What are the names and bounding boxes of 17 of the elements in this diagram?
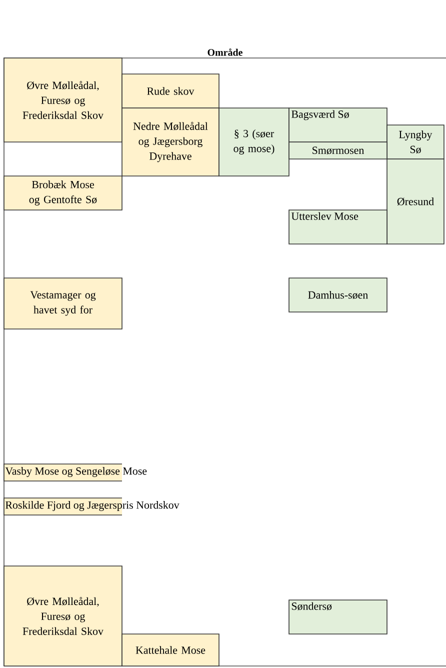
area-box: Lyngby Sø xyxy=(386,124,444,160)
area-box: Kattehale Mose xyxy=(122,634,220,666)
area-box: § 3 (søer og mose) xyxy=(218,108,290,176)
area-box: Søndersø xyxy=(288,600,388,634)
area-box: Øvre Mølleådal, Furesø og Frederiksdal Skov xyxy=(4,566,122,666)
area-box: Brobæk Mose og Gentofte Sø xyxy=(4,176,122,210)
area-box: Smørmosen xyxy=(288,142,388,160)
area-box: Utterslev Mose xyxy=(288,210,388,244)
area-bar: Vasby Mose og Sengeløse Mose xyxy=(4,464,147,482)
area-box: Nedre Mølleådal og Jægersborg Dyrehave xyxy=(122,108,220,176)
area-box: Bagsværd Sø xyxy=(288,108,388,142)
area-box: Damhus-søen xyxy=(288,278,388,312)
area-box: Øvre Mølleådal, Furesø og Frederiksdal Skov xyxy=(4,58,122,142)
area-box: Rude skov xyxy=(122,74,220,108)
area-box: Vestamager og havet syd for xyxy=(4,278,122,330)
chart-title: Område xyxy=(208,48,242,56)
area-bar: Roskilde Fjord og Jægerspris Nordskov xyxy=(4,498,180,516)
